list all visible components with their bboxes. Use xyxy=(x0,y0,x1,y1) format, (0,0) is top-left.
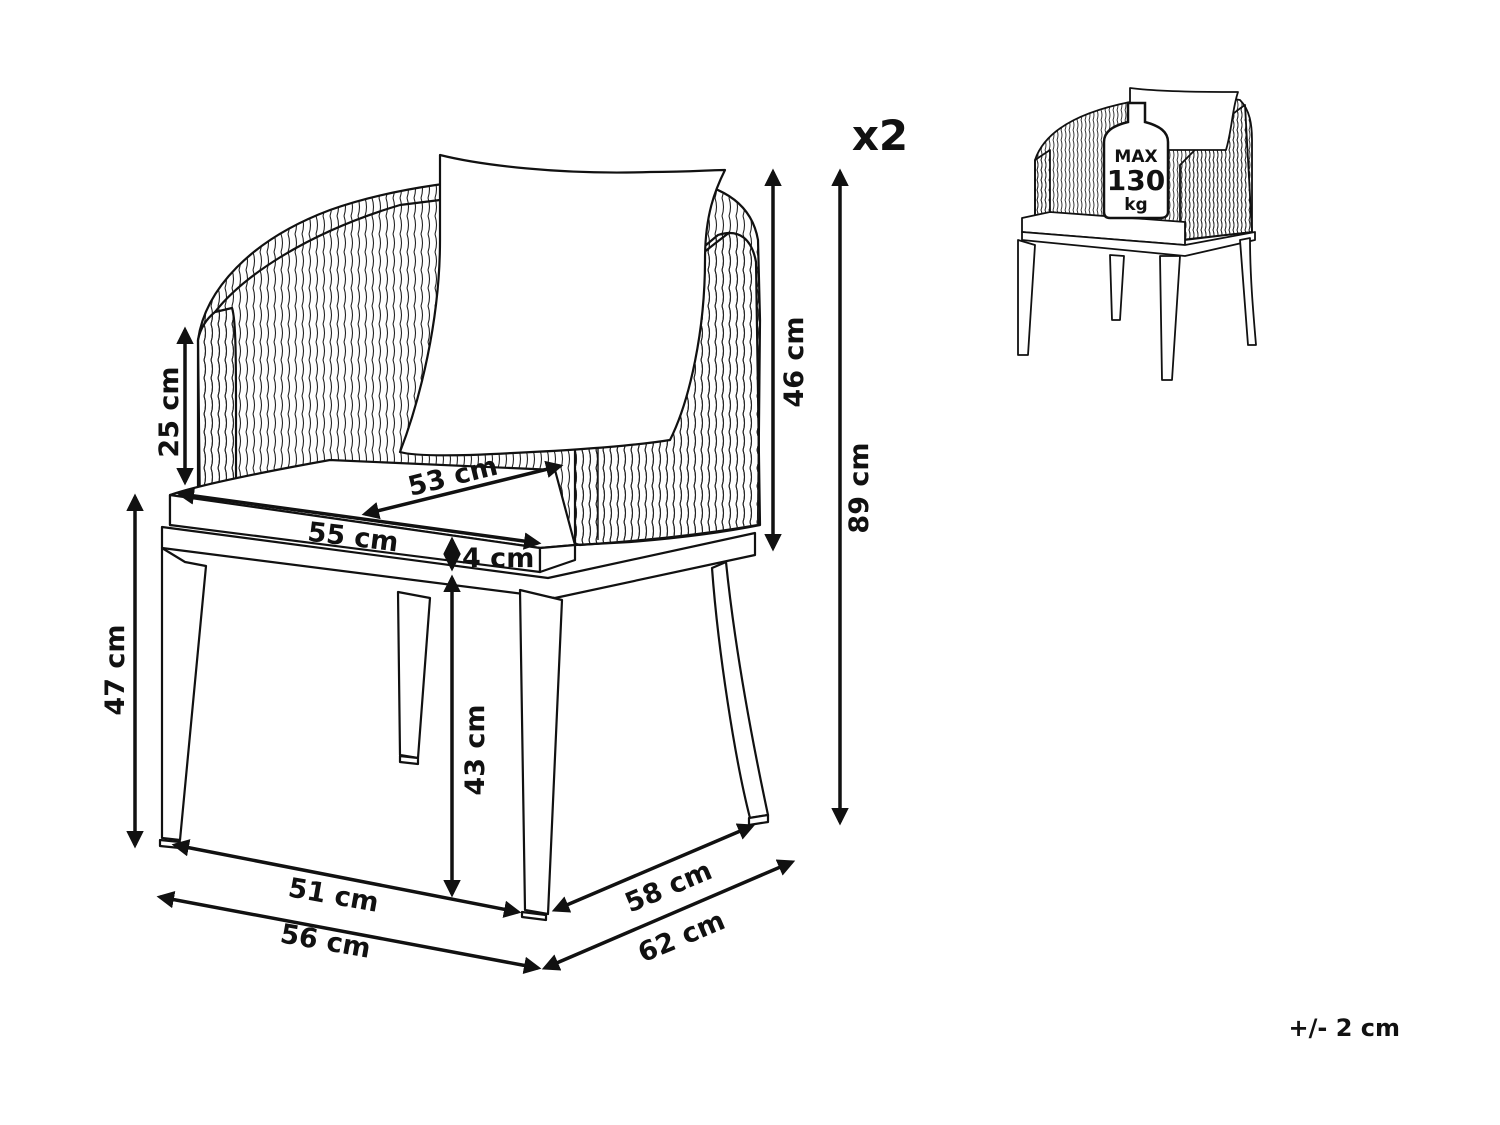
label-leg-depth: 58 cm xyxy=(621,855,717,919)
arrow-total-width xyxy=(156,890,542,975)
arrow-seat-front-width xyxy=(176,487,542,550)
main-chair-drawing xyxy=(158,153,770,922)
max-load-value: 130 xyxy=(1107,164,1165,197)
label-leg-width: 51 cm xyxy=(286,872,381,918)
label-total-height: 89 cm xyxy=(844,442,875,533)
arrow-total-depth xyxy=(541,859,796,971)
leg-front-right xyxy=(518,588,564,916)
tolerance-note: +/- 2 cm xyxy=(1289,1014,1400,1042)
label-seat-height: 43 cm xyxy=(460,704,491,795)
leg-front-left xyxy=(160,546,208,842)
left-arm xyxy=(196,306,238,494)
leg-back-left xyxy=(396,590,432,760)
label-total-width: 56 cm xyxy=(278,918,373,964)
max-load-bottle-icon: MAX 130 kg xyxy=(1102,101,1170,220)
pillow xyxy=(398,153,727,457)
leg-back-right xyxy=(710,560,770,820)
label-cushion-thickness: 4 cm xyxy=(462,543,534,574)
dimension-arrows xyxy=(126,168,849,975)
max-load-label: MAX xyxy=(1114,147,1157,167)
label-total-depth: 62 cm xyxy=(634,905,730,969)
label-front-height: 47 cm xyxy=(100,624,131,715)
max-load-unit: kg xyxy=(1124,195,1147,215)
label-armrest-height: 25 cm xyxy=(154,366,185,457)
label-backrest-height: 46 cm xyxy=(779,316,810,407)
quantity-label: x2 xyxy=(852,111,908,160)
